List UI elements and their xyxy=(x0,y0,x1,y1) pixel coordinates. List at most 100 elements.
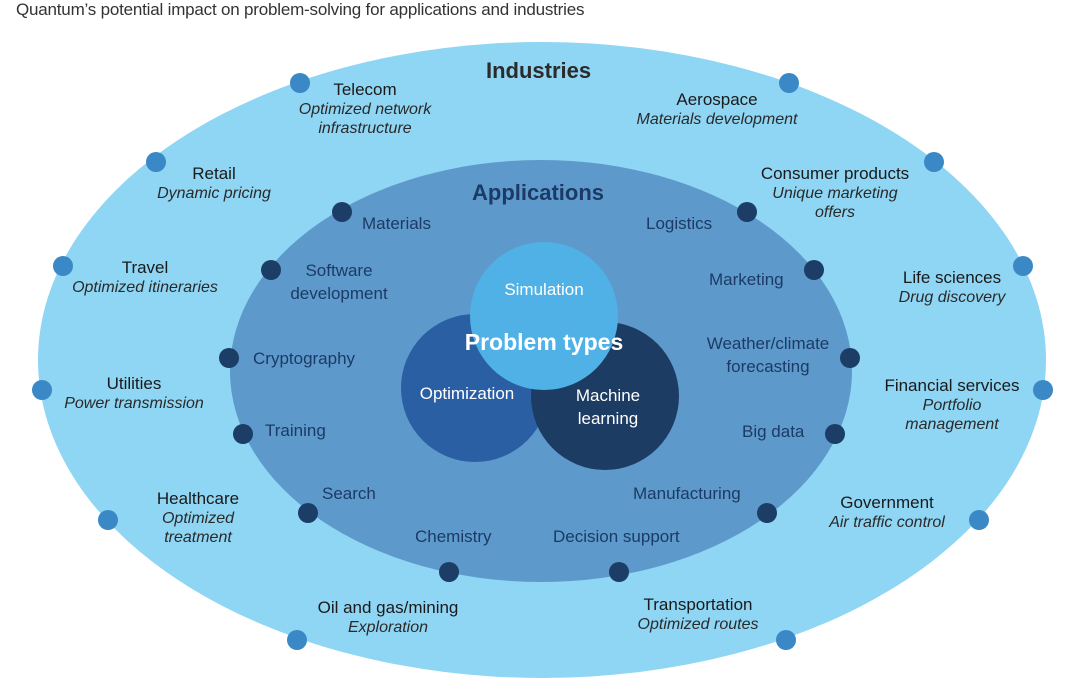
industry-desc: Materials development xyxy=(636,111,798,128)
industry-dot-healthcare xyxy=(98,510,118,530)
industry-desc: Optimized xyxy=(161,510,235,527)
industry-desc: treatment xyxy=(164,529,232,546)
industry-name: Utilities xyxy=(106,374,162,393)
industry-name: Retail xyxy=(192,164,236,183)
problem-types-heading: Problem types xyxy=(464,329,624,355)
application-search: Search xyxy=(322,482,376,505)
problem-type-machine-learning: Machine learning xyxy=(558,384,658,430)
application-label: development xyxy=(290,284,388,303)
application-label: Manufacturing xyxy=(633,484,741,503)
industry-desc: management xyxy=(905,416,999,433)
industry-life-sciences: Life sciences Drug discovery xyxy=(880,268,1024,307)
application-dot-search xyxy=(298,503,318,523)
application-cryptography: Cryptography xyxy=(253,347,355,370)
application-materials: Materials xyxy=(362,212,431,235)
industry-dot-aerospace xyxy=(779,73,799,93)
industry-retail: Retail Dynamic pricing xyxy=(144,164,284,203)
industry-desc: Dynamic pricing xyxy=(157,185,271,202)
application-dot-big-data xyxy=(825,424,845,444)
application-dot-logistics xyxy=(737,202,757,222)
industry-name: Telecom xyxy=(333,80,397,99)
industry-desc: Air traffic control xyxy=(829,514,945,531)
industry-name: Travel xyxy=(121,258,169,277)
application-training: Training xyxy=(265,419,326,442)
industry-dot-telecom xyxy=(290,73,310,93)
application-chemistry: Chemistry xyxy=(415,525,492,548)
industry-dot-transportation xyxy=(776,630,796,650)
application-decision-support: Decision support xyxy=(553,525,680,548)
industry-dot-government xyxy=(969,510,989,530)
industry-utilities: Utilities Power transmission xyxy=(50,374,218,413)
application-label: Big data xyxy=(742,422,805,441)
application-dot-software-development xyxy=(261,260,281,280)
industry-desc: Optimized itineraries xyxy=(72,279,218,296)
industry-healthcare: Healthcare Optimized treatment xyxy=(138,489,258,547)
industry-financial-services: Financial services Portfolio management xyxy=(872,376,1032,434)
industry-desc: offers xyxy=(814,204,855,221)
industry-desc: infrastructure xyxy=(318,120,412,137)
industry-name: Transportation xyxy=(643,595,753,614)
industry-desc: Power transmission xyxy=(64,395,204,412)
industry-travel: Travel Optimized itineraries xyxy=(55,258,235,297)
problem-type-label: Machine xyxy=(575,386,641,405)
application-big-data: Big data xyxy=(742,420,804,443)
application-label: Logistics xyxy=(646,214,713,233)
industry-desc: Unique marketing xyxy=(772,185,898,202)
industry-name: Healthcare xyxy=(156,489,240,508)
application-dot-cryptography xyxy=(219,348,239,368)
application-marketing: Marketing xyxy=(709,268,784,291)
industry-name: Aerospace xyxy=(676,90,758,109)
application-label: Training xyxy=(265,421,326,440)
applications-heading: Applications xyxy=(472,180,605,205)
application-dot-chemistry xyxy=(439,562,459,582)
industry-name: Consumer products xyxy=(760,164,910,183)
application-label: Search xyxy=(322,484,376,503)
application-dots xyxy=(219,202,860,582)
industry-transportation: Transportation Optimized routes xyxy=(622,595,774,634)
industry-name: Oil and gas/mining xyxy=(317,598,459,617)
application-label: Materials xyxy=(362,214,431,233)
industry-dot-travel xyxy=(53,256,73,276)
industry-name: Financial services xyxy=(884,376,1020,395)
application-dot-training xyxy=(233,424,253,444)
industry-desc: Optimized routes xyxy=(637,616,759,633)
industry-desc: Drug discovery xyxy=(898,289,1006,306)
industry-government: Government Air traffic control xyxy=(812,493,962,532)
application-label: forecasting xyxy=(726,357,810,376)
application-label: Decision support xyxy=(553,527,680,546)
industry-dot-retail xyxy=(146,152,166,172)
application-weather-climate-forecasting: Weather/climate forecasting xyxy=(698,332,838,378)
industry-name: Government xyxy=(840,493,934,512)
application-dot-weather-climate xyxy=(840,348,860,368)
simulation-circle xyxy=(470,242,618,390)
application-label: Chemistry xyxy=(415,527,492,546)
application-manufacturing: Manufacturing xyxy=(633,482,741,505)
application-software-development: Software development xyxy=(284,259,394,305)
application-label: Software xyxy=(305,261,373,280)
problem-type-optimization: Optimization xyxy=(419,384,515,403)
industry-telecom: Telecom Optimized network infrastructure xyxy=(290,80,440,138)
industry-aerospace: Aerospace Materials development xyxy=(622,90,812,129)
application-label: Weather/climate xyxy=(706,334,830,353)
industry-dot-life-sciences xyxy=(1013,256,1033,276)
application-logistics: Logistics xyxy=(646,212,712,235)
industry-dots xyxy=(32,73,1053,650)
industry-dot-utilities xyxy=(32,380,52,400)
industry-oil-gas-mining: Oil and gas/mining Exploration xyxy=(300,598,476,637)
industry-dot-oil-gas-mining xyxy=(287,630,307,650)
problem-type-label: learning xyxy=(577,409,639,428)
industry-dot-financial-services xyxy=(1033,380,1053,400)
application-label: Marketing xyxy=(709,270,784,289)
industry-consumer-products: Consumer products Unique marketing offer… xyxy=(745,164,925,222)
industry-desc: Portfolio xyxy=(922,397,982,414)
industry-desc: Exploration xyxy=(347,619,429,636)
application-dot-materials xyxy=(332,202,352,222)
application-dot-marketing xyxy=(804,260,824,280)
industries-heading: Industries xyxy=(486,58,592,83)
application-dot-manufacturing xyxy=(757,503,777,523)
industry-dot-consumer-products xyxy=(924,152,944,172)
figure-title: Quantum’s potential impact on problem-so… xyxy=(16,0,585,19)
industry-name: Life sciences xyxy=(902,268,1002,287)
application-label: Cryptography xyxy=(253,349,356,368)
